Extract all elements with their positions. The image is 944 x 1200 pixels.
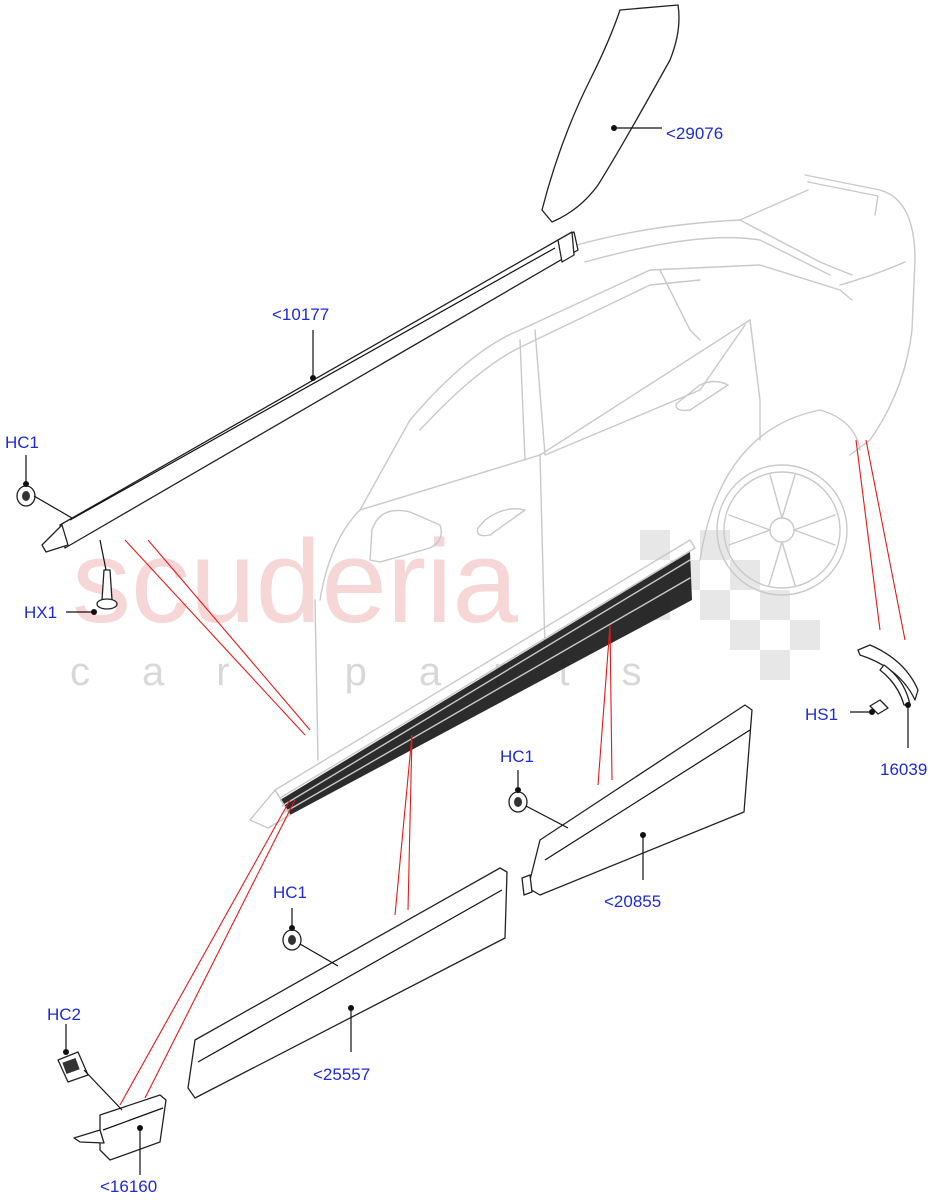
callout-hx1[interactable]: HX1 bbox=[24, 603, 57, 622]
callout-hc2[interactable]: HC2 bbox=[47, 1005, 81, 1024]
callout-hc1-a[interactable]: HC1 bbox=[5, 433, 39, 452]
callout-29076[interactable]: <29076 bbox=[666, 124, 723, 143]
clip-hc1-c[interactable] bbox=[282, 908, 339, 967]
callout-16039[interactable]: 16039 bbox=[880, 760, 927, 779]
watermark-brand: scuderia bbox=[72, 516, 518, 648]
clip-hc1-a[interactable] bbox=[16, 455, 73, 519]
part-10177-sill-moulding[interactable] bbox=[41, 231, 579, 553]
wheel-spokes bbox=[728, 474, 836, 586]
watermark: scuderia car parts bbox=[70, 516, 820, 694]
clip-hc1-b[interactable] bbox=[508, 770, 569, 829]
watermark-tagline: car parts bbox=[70, 650, 694, 694]
screw-hs1[interactable] bbox=[850, 699, 889, 715]
part-29076-wheel-arch-trim[interactable] bbox=[541, 4, 680, 223]
part-20855-rear-door-moulding[interactable] bbox=[521, 704, 753, 896]
callout-labels: <29076 <10177 HC1 HX1 HS1 16039 HC1 <208… bbox=[5, 124, 927, 1196]
callout-hc1-c[interactable]: HC1 bbox=[273, 883, 307, 902]
reference-lines bbox=[119, 439, 906, 1106]
part-16039-arch-bracket[interactable] bbox=[857, 644, 919, 748]
callout-16160[interactable]: <16160 bbox=[100, 1177, 157, 1196]
callout-20855[interactable]: <20855 bbox=[604, 892, 661, 911]
vehicle-outline bbox=[249, 174, 916, 829]
part-16160-fender-lower-trim[interactable] bbox=[73, 1094, 167, 1175]
callout-hc1-b[interactable]: HC1 bbox=[500, 747, 534, 766]
callout-25557[interactable]: <25557 bbox=[313, 1065, 370, 1084]
clip-hc2[interactable] bbox=[57, 1024, 123, 1111]
callout-hs1[interactable]: HS1 bbox=[805, 705, 838, 724]
callout-10177[interactable]: <10177 bbox=[272, 305, 329, 324]
part-25557-front-door-moulding[interactable] bbox=[187, 867, 508, 1099]
fastener-hx1[interactable] bbox=[66, 539, 118, 615]
